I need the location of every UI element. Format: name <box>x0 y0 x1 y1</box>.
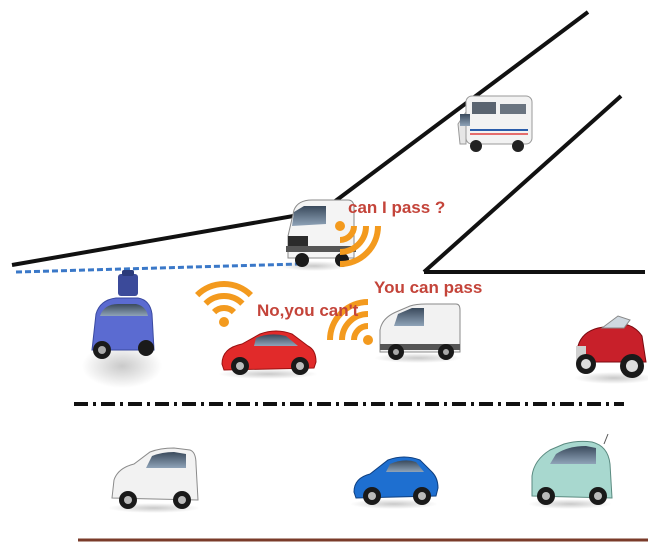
red-classic-convertible <box>574 315 648 384</box>
camper-van <box>457 95 533 152</box>
upper-road-edge-left <box>11 209 323 267</box>
blue-car-with-luggage <box>82 270 162 388</box>
delivery-van <box>280 199 356 271</box>
white-panel-van <box>374 303 462 363</box>
deny-label: No,you can't <box>257 301 359 320</box>
wifi-signal-icon <box>335 221 381 267</box>
question-label: can I pass ? <box>348 198 446 217</box>
ramp-road-edge <box>422 94 623 274</box>
mint-city-car <box>528 433 613 509</box>
allow-label: You can pass <box>374 278 483 297</box>
wifi-signal-icon <box>327 299 373 345</box>
red-sports-car <box>218 330 318 379</box>
blue-coupe <box>350 456 439 509</box>
wifi-signal-icon <box>195 281 253 327</box>
upper-road-edge-right <box>320 10 590 213</box>
blue-dashed-lane <box>15 262 301 274</box>
road-lines <box>11 10 648 542</box>
white-hatchback <box>108 447 200 513</box>
